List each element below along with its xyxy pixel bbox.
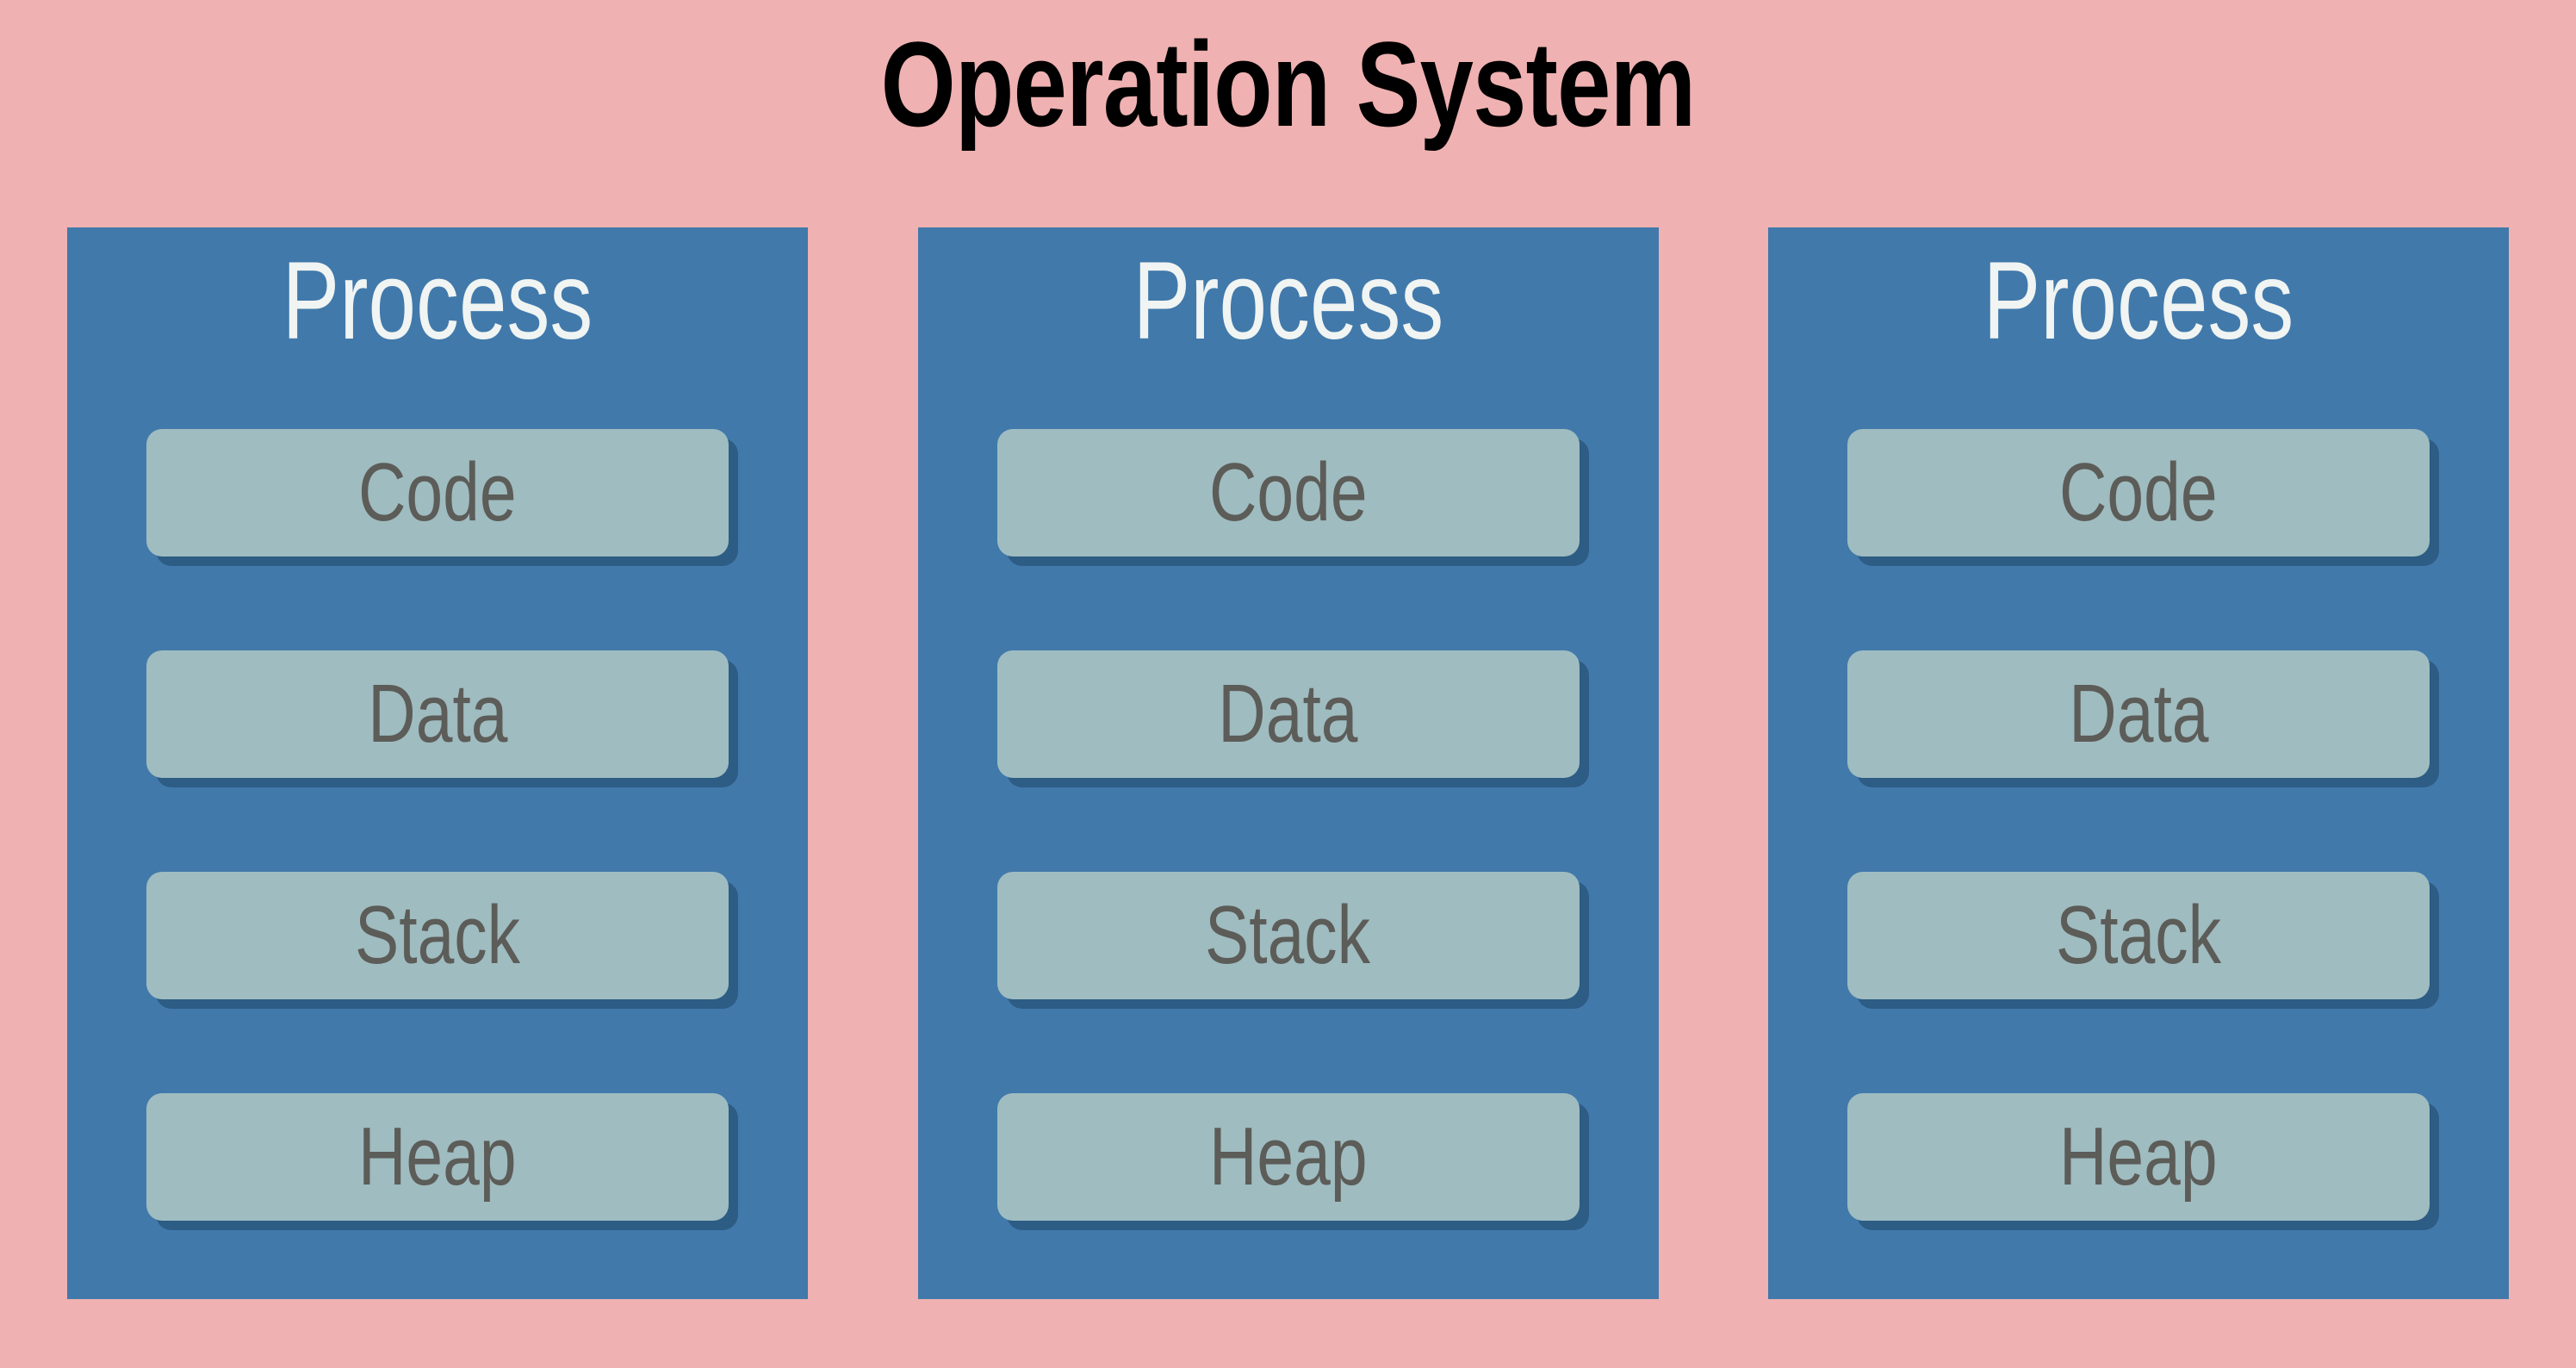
memory-segment-data: Data: [996, 650, 1580, 778]
memory-segment-list: Code Data Stack Heap: [146, 429, 729, 1221]
memory-segment-label: Data: [1218, 668, 1358, 760]
memory-segment-label: Code: [1208, 446, 1368, 538]
memory-segment-label: Data: [2068, 668, 2209, 760]
memory-segment-label: Stack: [1205, 889, 1371, 981]
memory-segment-stack: Stack: [146, 872, 729, 999]
memory-segment-label: Heap: [358, 1110, 517, 1203]
process-list: Process Code Data Stack Heap Process: [67, 227, 2509, 1299]
memory-segment-list: Code Data Stack Heap: [1847, 429, 2430, 1221]
process-title: Process: [1983, 239, 2294, 363]
memory-segment-stack: Stack: [996, 872, 1580, 999]
memory-segment-label: Data: [367, 668, 508, 760]
memory-segment-label: Heap: [2059, 1110, 2218, 1203]
memory-segment-label: Stack: [354, 889, 521, 981]
diagram-title: Operation System: [880, 16, 1697, 152]
memory-segment-label: Heap: [1208, 1110, 1368, 1203]
process-box: Process Code Data Stack Heap: [67, 227, 808, 1299]
memory-segment-data: Data: [1847, 650, 2430, 778]
memory-segment-code: Code: [1847, 429, 2430, 557]
memory-segment-list: Code Data Stack Heap: [996, 429, 1580, 1221]
memory-segment-stack: Stack: [1847, 872, 2430, 999]
memory-segment-heap: Heap: [996, 1093, 1580, 1221]
process-title: Process: [1133, 239, 1443, 363]
memory-segment-label: Stack: [2055, 889, 2222, 981]
process-box: Process Code Data Stack Heap: [917, 227, 1659, 1299]
memory-segment-label: Code: [358, 446, 517, 538]
process-title: Process: [282, 239, 593, 363]
memory-segment-data: Data: [146, 650, 729, 778]
memory-segment-code: Code: [996, 429, 1580, 557]
memory-segment-label: Code: [2059, 446, 2218, 538]
memory-segment-heap: Heap: [1847, 1093, 2430, 1221]
memory-segment-heap: Heap: [146, 1093, 729, 1221]
memory-segment-code: Code: [146, 429, 729, 557]
process-box: Process Code Data Stack Heap: [1768, 227, 2509, 1299]
